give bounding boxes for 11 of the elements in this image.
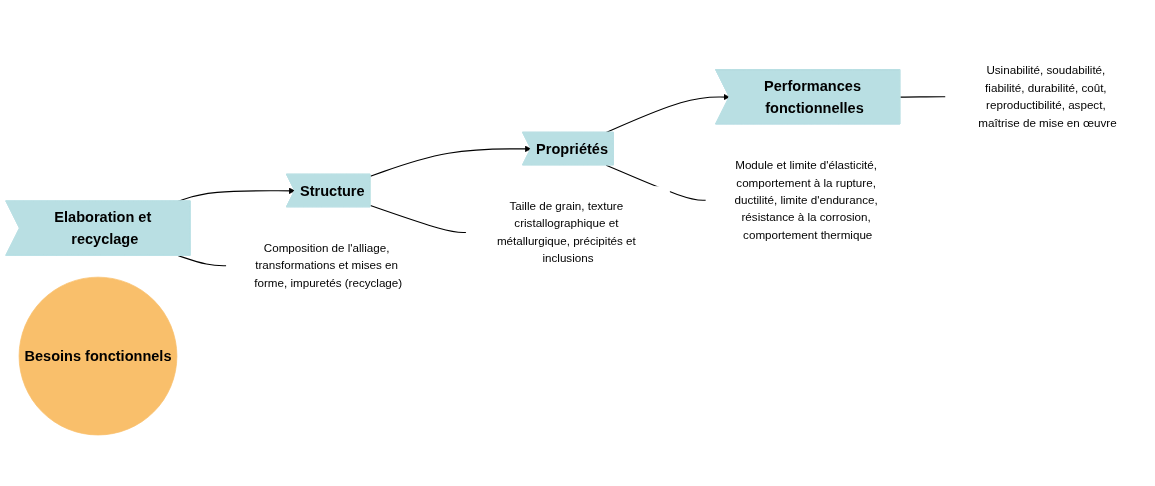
arrow	[369, 145, 532, 177]
connector	[605, 164, 707, 201]
node-text: Usinabilité, soudabilité, fiabilité, durabilité, coût, reproductibilité, aspect, maîtrise de mise en œuvre	[978, 64, 1117, 129]
node-text: Composition de l'alliage, transformations et mises en forme, impuretés (recyclage)	[254, 241, 403, 289]
node-text: Module et limite d'élasticité, comportement à la rupture, ductilité, limite d'endurance, résistance à la corrosion, comportement thermique	[734, 158, 878, 241]
node-text: Taille de grain, texture cristallographique et métallurgique, précipités et inclusions	[496, 199, 636, 265]
connector	[177, 255, 228, 267]
connector	[899, 96, 947, 98]
arrow	[605, 93, 730, 134]
node-circle: Besoins fonctionnels	[18, 276, 178, 436]
connector	[369, 204, 467, 233]
